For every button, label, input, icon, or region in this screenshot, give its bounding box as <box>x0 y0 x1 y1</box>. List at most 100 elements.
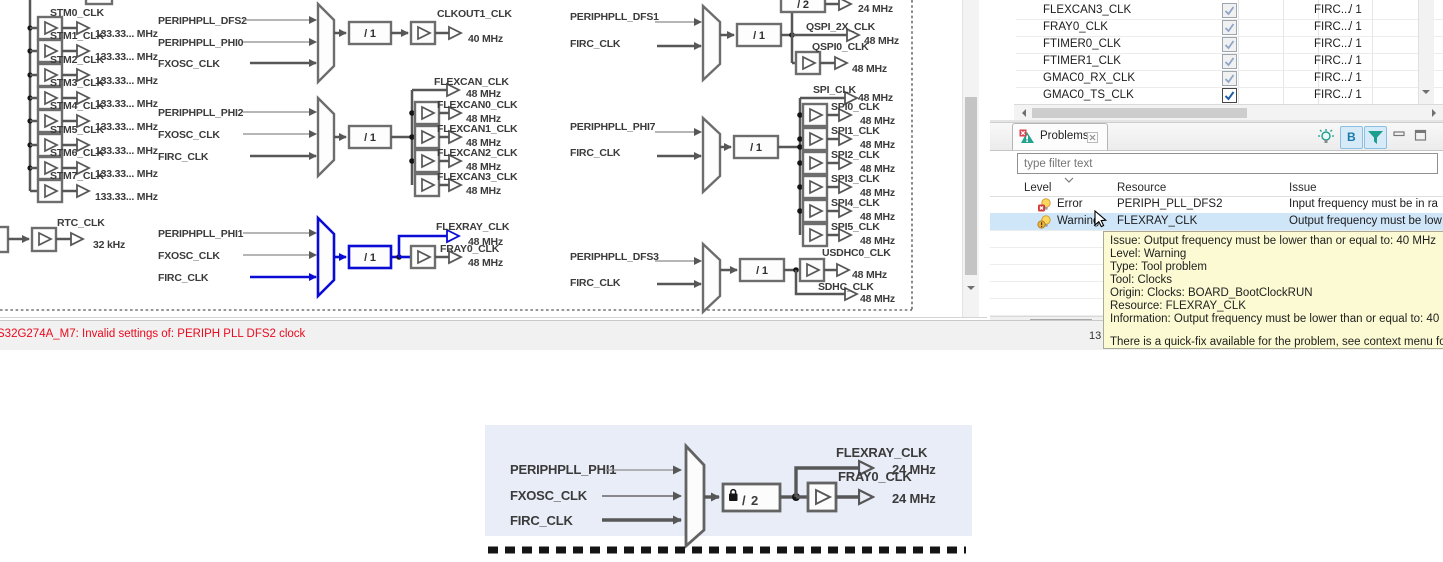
clock-freq: 48 MHz <box>466 88 501 100</box>
clock-name: FRAY0_CLK <box>1043 21 1108 33</box>
clock-mux[interactable] <box>701 241 722 315</box>
clock-label: SPI1_CLK <box>831 125 880 137</box>
toggle-b-button[interactable]: B <box>1340 126 1363 149</box>
enabled-checkbox[interactable] <box>1222 20 1237 35</box>
enabled-checkbox[interactable] <box>1222 54 1237 69</box>
clock-mux[interactable] <box>684 442 706 550</box>
clock-freq: 133.33... MHz <box>95 28 158 40</box>
scrollbar-thumb[interactable] <box>1032 108 1247 118</box>
input-label: PERIPHPLL_PHI0 <box>158 37 244 49</box>
table-row[interactable]: GMAC0_TS_CLK FIRC... / 1 <box>1016 87 1443 104</box>
tab-problems[interactable]: Problems <box>1012 123 1108 150</box>
spi-group[interactable]: PERIPHPLL_PHI7 FIRC_CLK / 1 SPI_CLK 48 M… <box>570 84 895 248</box>
clock-mux-selected[interactable] <box>316 214 336 300</box>
enabled-checkbox[interactable] <box>1222 88 1237 103</box>
panel-separator <box>990 120 1443 122</box>
clock-freq: 48 MHz <box>852 63 887 75</box>
clock-label: FLEXRAY_CLK <box>836 445 928 460</box>
clock-name: FLEXCAN3_CLK <box>1043 4 1132 16</box>
clkout1-group[interactable]: PERIPHPLL_DFS2 PERIPHPLL_PHI0 FXOSC_CLK … <box>158 1 513 85</box>
sort-chevron-icon <box>1064 177 1074 183</box>
input-label: FIRC_CLK <box>570 38 621 50</box>
scroll-left-arrow-icon[interactable] <box>1018 109 1026 117</box>
table-row[interactable]: FTIMER1_CLK FIRC... / 1 <box>1016 53 1443 71</box>
clock-freq: 24 MHz <box>858 3 893 15</box>
table-horizontal-scrollbar[interactable] <box>1014 104 1443 121</box>
scrollbar-thumb[interactable] <box>965 97 977 275</box>
close-icon[interactable] <box>1087 132 1098 143</box>
stm-row-0[interactable]: STM0_CLK 133.33... MHz <box>27 7 158 41</box>
error-quickfix-icon <box>1038 198 1051 212</box>
clock-source: FIRC... <box>1314 55 1351 67</box>
tooltip-quickfix-line: There is a quick-fix available for the p… <box>1110 336 1443 348</box>
funnel-icon <box>1368 131 1383 144</box>
clock-name: FTIMER1_CLK <box>1043 55 1121 67</box>
enabled-checkbox[interactable] <box>1222 71 1237 86</box>
clock-freq: 24 MHz <box>892 491 936 506</box>
stm-row-7[interactable]: STM7_CLK 133.33... MHz <box>30 170 158 204</box>
clock-label: FLEXCAN_CLK <box>434 76 509 88</box>
flexcan-group[interactable]: PERIPHPLL_PHI2 FXOSC_CLK FIRC_CLK / 1 FL… <box>158 76 518 198</box>
clock-mux[interactable] <box>316 95 336 179</box>
clock-source: FIRC... <box>1314 21 1351 33</box>
clock-divider-value: / 1 <box>1349 38 1362 50</box>
column-header-resource[interactable]: Resource <box>1117 182 1167 194</box>
clock-freq: 48 MHz <box>860 139 895 151</box>
scroll-right-arrow-icon[interactable] <box>1432 109 1440 117</box>
clock-label: SPI4_CLK <box>831 197 880 209</box>
clock-mux[interactable] <box>316 1 336 85</box>
maximize-icon[interactable] <box>1414 129 1428 142</box>
divider-value: / 1 <box>753 30 765 42</box>
editor-vertical-scrollbar[interactable] <box>962 0 979 318</box>
column-header-issue[interactable]: Issue <box>1289 182 1317 194</box>
filter-input[interactable] <box>1018 154 1443 174</box>
stm-row-4[interactable]: STM4_CLK 133.33... MHz <box>27 100 158 134</box>
stm-row-3[interactable]: STM3_CLK 133.33... MHz <box>27 77 158 111</box>
enabled-checkbox[interactable] <box>1222 3 1237 18</box>
problem-resource: FLEXRAY_CLK <box>1117 215 1198 227</box>
scroll-down-arrow-icon[interactable] <box>1422 90 1430 98</box>
tooltip-line: Type: Tool problem <box>1110 261 1207 273</box>
clock-label: USDHC0_CLK <box>822 247 891 259</box>
table-row[interactable]: FTIMER0_CLK FIRC... / 1 <box>1016 36 1443 54</box>
clock-label: FLEXRAY_CLK <box>436 221 510 233</box>
table-row[interactable]: GMAC0_RX_CLK FIRC... / 1 <box>1016 70 1443 88</box>
filter-funnel-button[interactable] <box>1364 126 1387 149</box>
stm-row-1[interactable]: STM1_CLK 133.33... MHz <box>27 30 158 64</box>
usdhc-group[interactable]: PERIPHPLL_DFS3 FIRC_CLK / 1 USDHC0_CLK 4… <box>570 241 895 315</box>
clock-freq: 133.33... MHz <box>95 121 158 133</box>
problem-row-warning-selected[interactable]: Warning FLEXRAY_CLK Output frequency mus… <box>990 213 1443 230</box>
enabled-checkbox[interactable] <box>1222 37 1237 52</box>
input-label: FIRC_CLK <box>570 277 621 289</box>
flexray-detail-diagram: PERIPHPLL_PHI1 FXOSC_CLK FIRC_CLK / 2 FL… <box>485 425 972 554</box>
clock-mux[interactable] <box>701 3 722 83</box>
stm-row-2[interactable]: STM2_CLK 133.33... MHz <box>27 54 158 88</box>
column-header-level[interactable]: Level <box>1024 182 1052 194</box>
clock-label: QSPI_2X_CLK <box>806 21 876 33</box>
table-vertical-scrollbar[interactable] <box>1418 0 1434 104</box>
flexray-group[interactable]: PERIPHPLL_PHI1 FXOSC_CLK FIRC_CLK / 1 FL… <box>158 214 510 300</box>
stm-row-5[interactable]: STM5_CLK 133.33... MHz <box>27 124 158 158</box>
problem-row-error[interactable]: Error PERIPH_PLL_DFS2 Input frequency mu… <box>990 196 1443 213</box>
minimize-icon[interactable] <box>1393 131 1406 141</box>
clock-source: FIRC... <box>1314 72 1351 84</box>
input-label: PERIPHPLL_DFS3 <box>570 251 659 263</box>
detail-background <box>485 425 972 536</box>
clock-freq: 40 MHz <box>468 33 503 45</box>
lightbulb-icon[interactable] <box>1317 128 1335 146</box>
clock-label: SDHC_CLK <box>818 281 874 293</box>
table-row[interactable]: FRAY0_CLK FIRC... / 1 <box>1016 19 1443 37</box>
rtc-row[interactable]: RTC_CLK 32 kHz <box>0 217 125 254</box>
table-row[interactable]: FLEXCAN3_CLK FIRC... / 1 <box>1016 2 1443 20</box>
clock-mux[interactable] <box>701 115 722 195</box>
clock-divider-partial[interactable] <box>779 0 827 14</box>
stm-row-6[interactable]: STM6_CLK 133.33... MHz <box>27 147 158 181</box>
clock-label: FLEXCAN3_CLK <box>437 171 518 183</box>
qspi-group[interactable]: PERIPHPLL_DFS1 FIRC_CLK / 1 / 2 24 MHz Q… <box>570 0 899 83</box>
clock-freq: 32 kHz <box>93 239 125 251</box>
scroll-down-arrow-icon[interactable] <box>967 286 975 294</box>
problem-level: Error <box>1057 198 1083 210</box>
problems-toolbar: B <box>1315 125 1441 149</box>
clock-freq: 48 MHz <box>466 137 501 149</box>
